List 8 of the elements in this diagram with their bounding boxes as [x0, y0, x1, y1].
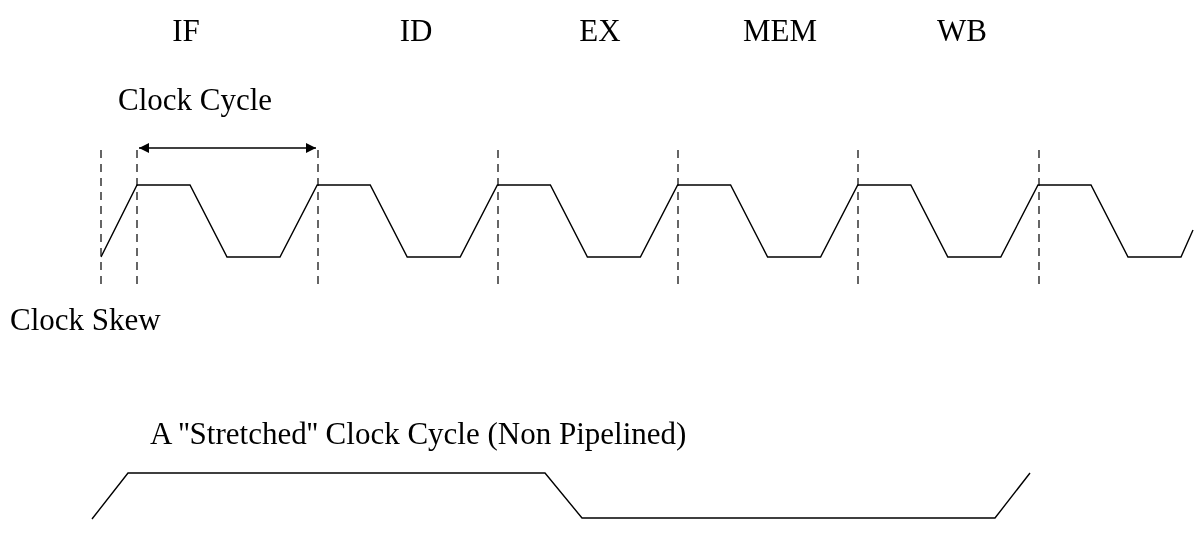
- stage-label: ID: [399, 15, 433, 46]
- annotation-label: Clock Skew: [10, 304, 161, 335]
- dimension-label: Clock Cycle: [118, 84, 273, 115]
- stage-label: MEM: [742, 15, 818, 46]
- stage-label: IF: [172, 15, 200, 46]
- stage-label: WB: [937, 15, 987, 46]
- waveform-title: A ''Stretched'' Clock Cycle (Non Pipelined): [150, 418, 687, 449]
- stage-label: EX: [579, 15, 621, 46]
